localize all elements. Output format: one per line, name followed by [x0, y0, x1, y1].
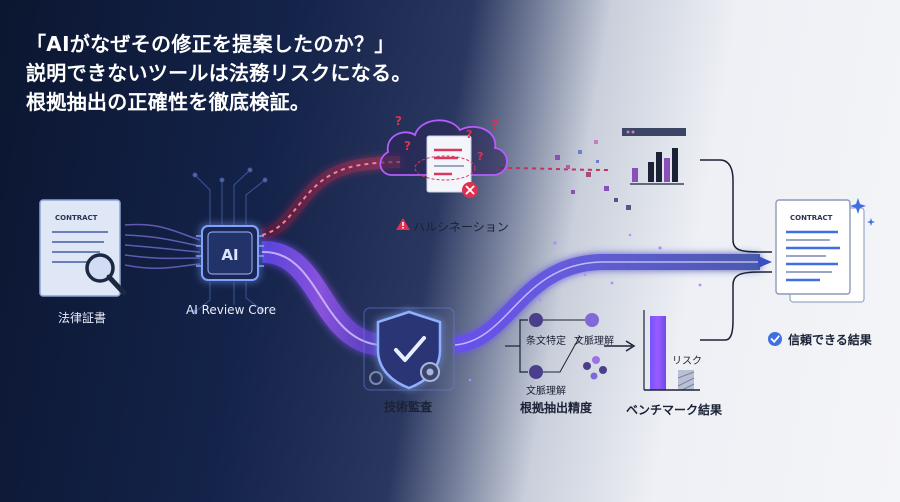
result-document-title: CONTRACT: [790, 214, 833, 222]
headline-line-2: 説明できないツールは法務リスクになる。: [26, 61, 412, 85]
audit-label: 技術監査: [384, 400, 433, 414]
warning-icon: [396, 218, 410, 230]
shield-audit-icon: [363, 307, 455, 391]
svg-text:?: ?: [491, 118, 499, 133]
data-fragments-decor: [555, 140, 631, 210]
headline-line-1: 「AIがなぜその修正を提案したのか？」: [26, 32, 395, 56]
verified-check-icon: [768, 332, 782, 346]
svg-text:?: ?: [477, 150, 483, 163]
ai-chip-icon: [196, 225, 264, 281]
svg-text:?: ?: [404, 139, 411, 153]
hallucination-cloud-icon: ? ? ? ? ?: [379, 114, 508, 198]
svg-text:?: ?: [466, 128, 472, 141]
extraction-item-2: 文脈理解: [574, 336, 614, 347]
input-lines: [124, 223, 201, 270]
extraction-diagram: [505, 313, 636, 380]
result-document-icon: [775, 199, 865, 303]
ai-chip-text: AI: [221, 246, 238, 264]
extraction-item-1: 条文特定: [526, 336, 566, 347]
ai-core-label: AI Review Core: [186, 303, 276, 317]
extraction-item-3: 文脈理解: [526, 386, 566, 397]
svg-text:?: ?: [395, 114, 402, 128]
broken-chart-icon: [622, 128, 686, 185]
headline: 「AIがなぜその修正を提案したのか？」 説明できないツールは法務リスクになる。 …: [26, 30, 412, 117]
legal-document-label: 法律証書: [58, 311, 107, 325]
legal-document-icon: [39, 199, 127, 297]
chart-to-result-connector: [700, 159, 772, 253]
legal-document-title: CONTRACT: [55, 214, 98, 222]
benchmark-label: ベンチマーク結果: [626, 403, 723, 417]
benchmark-bar-label: リスク: [672, 356, 702, 367]
benchmark-to-result-connector: [700, 271, 772, 341]
hallucination-label: ハルシネーション: [413, 220, 509, 234]
sparkle-decor: [468, 233, 702, 382]
result-sparkle-icon: [850, 198, 875, 226]
circuit-traces: [192, 167, 268, 315]
headline-line-3: 根拠抽出の正確性を徹底検証。: [26, 90, 311, 114]
extraction-label: 根拠抽出精度: [520, 401, 593, 415]
result-label: 信頼できる結果: [788, 333, 872, 347]
benchmark-bar-chart: [643, 310, 700, 391]
main-stream: [261, 241, 772, 356]
